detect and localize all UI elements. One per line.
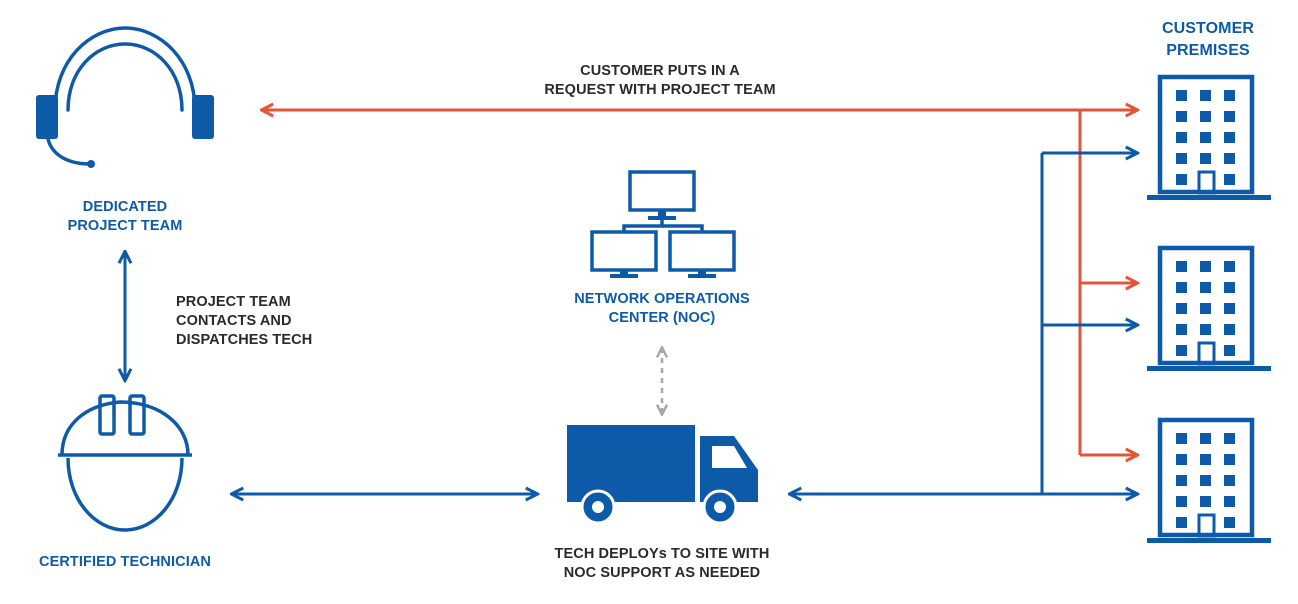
headset-icon <box>36 26 214 168</box>
customer-premises-label-line: CUSTOMER <box>1161 20 1255 37</box>
deploy-label-line: NOC SUPPORT AS NEEDED <box>563 565 761 581</box>
project-team-label: DEDICATED PROJECT TEAM <box>40 198 210 236</box>
request-label-line: CUSTOMER PUTS IN A <box>580 63 740 79</box>
hard-hat-icon <box>58 394 192 532</box>
site-arrows <box>125 153 1137 494</box>
deploy-label: TECH DEPLOYs TO SITE WITH NOC SUPPORT AS… <box>512 545 812 583</box>
deploy-label-line: TECH DEPLOYs TO SITE WITH <box>554 546 770 562</box>
dispatch-label-line: PROJECT TEAM <box>176 294 291 310</box>
request-label: CUSTOMER PUTS IN A REQUEST WITH PROJECT … <box>490 62 830 100</box>
technician-label-line: CERTIFIED TECHNICIAN <box>39 554 211 570</box>
customer-premises-label-line: PREMISES <box>1166 42 1250 59</box>
request-arrows <box>262 110 1137 455</box>
technician-label: CERTIFIED TECHNICIAN <box>20 553 230 572</box>
dispatch-label-line: CONTACTS AND <box>176 313 292 329</box>
office-building-icon <box>1147 245 1271 371</box>
project-team-label-line: DEDICATED <box>82 199 168 215</box>
office-building-icon <box>1147 74 1271 200</box>
noc-label-line: CENTER (NOC) <box>608 310 716 326</box>
request-label-line: REQUEST WITH PROJECT TEAM <box>544 82 776 98</box>
noc-label: NETWORK OPERATIONS CENTER (NOC) <box>552 290 772 328</box>
noc-label-line: NETWORK OPERATIONS <box>574 291 750 307</box>
dispatch-label-line: DISPATCHES TECH <box>176 332 313 348</box>
project-team-label-line: PROJECT TEAM <box>67 218 183 234</box>
customer-premises-label: CUSTOMER PREMISES <box>1138 18 1278 62</box>
delivery-truck-icon <box>567 425 758 525</box>
networked-computers-icon <box>590 170 736 278</box>
office-building-icon <box>1147 417 1271 543</box>
dispatch-label: PROJECT TEAM CONTACTS AND DISPATCHES TEC… <box>176 293 346 350</box>
